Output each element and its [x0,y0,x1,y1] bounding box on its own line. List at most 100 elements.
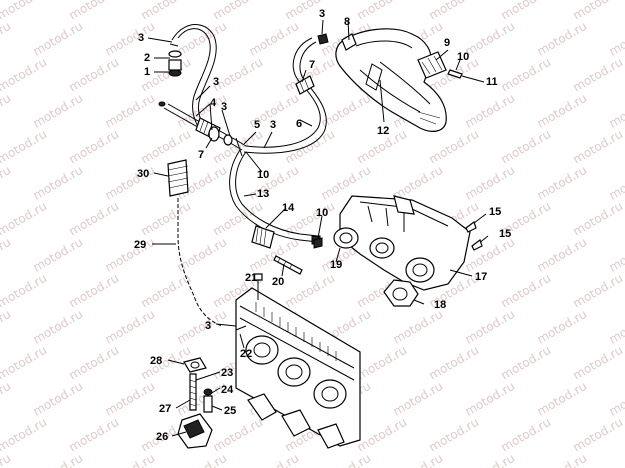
callout-14: 14 [282,202,295,214]
watermark-text: motod.ru [535,163,590,203]
watermark-text: motod.ru [211,55,266,95]
watermark-text: motod.ru [427,415,482,455]
watermark-text: motod.ru [607,451,625,468]
watermark-text: motod.ru [67,199,122,239]
watermark-text: motod.ru [103,307,158,347]
line-29 [177,198,223,327]
watermark-text: motod.ru [427,0,482,23]
watermark-text: motod.ru [391,451,446,468]
callout-27: 27 [159,403,171,415]
callout-7: 7 [309,59,315,71]
callout-6: 6 [296,118,302,130]
watermark-text: motod.ru [67,343,122,383]
watermark-text: motod.ru [355,0,410,23]
watermark-text: motod.ru [0,379,13,419]
watermark-text: motod.ru [67,271,122,311]
watermark-text: motod.ru [499,127,554,167]
watermark-text: motod.ru [319,91,374,131]
callout-7: 7 [198,149,204,161]
watermark-text: motod.ru [355,415,410,455]
small-hose-3-top [317,19,329,45]
watermark-text: motod.ru [535,379,590,419]
watermark-text: motod.ru [31,451,86,468]
watermark-text: motod.ru [571,271,625,311]
bolt-10-11 [447,59,485,83]
watermark-text: motod.ru [211,0,266,23]
watermark-text: motod.ru [427,343,482,383]
callout-13: 13 [257,188,269,200]
watermark-text: motod.ru [139,0,194,23]
watermark-text: motod.ru [103,91,158,131]
watermark-text: motod.ru [0,55,49,95]
watermark-text: motod.ru [463,235,518,275]
watermark-text: motod.ru [31,91,86,131]
callout-20: 20 [272,276,284,288]
callout-26: 26 [156,431,168,443]
callout-29: 29 [134,239,146,251]
watermark-text: motod.ru [0,307,13,347]
watermark-text: motod.ru [535,235,590,275]
watermark-text: motod.ru [103,451,158,468]
spring-30 [167,159,189,197]
watermark-text: motod.ru [499,343,554,383]
watermark-text: motod.ru [247,19,302,59]
watermark-text: motod.ru [0,163,13,203]
watermark-text: motod.ru [175,307,230,347]
watermark-text: motod.ru [0,91,13,131]
check-valve-4 [158,101,247,151]
callout-3: 3 [213,76,219,88]
callout-3: 3 [205,320,211,332]
watermark-text: motod.ru [0,235,13,275]
watermark-text: motod.ru [499,0,554,23]
fitting-10-mid [313,237,323,249]
callout-24: 24 [221,384,234,396]
watermark-text: motod.ru [175,235,230,275]
watermark-text: motod.ru [247,163,302,203]
watermark-text: motod.ru [31,235,86,275]
watermark-text: motod.ru [607,307,625,347]
callout-30: 30 [137,168,149,180]
callout-18: 18 [434,299,446,311]
watermark-text: motod.ru [247,451,302,468]
watermark-text: motod.ru [427,127,482,167]
watermark-text: motod.ru [535,19,590,59]
fitting-1-2 [168,43,182,77]
exhaust-muffler-12 [335,19,447,132]
watermark-text: motod.ru [0,451,13,468]
watermark-text: motod.ru [31,163,86,203]
watermark-text: motod.ru [463,163,518,203]
watermark-text: motod.ru [139,199,194,239]
callout-10: 10 [457,51,469,63]
hose-13 [229,149,321,249]
watermark-text: motod.ru [283,0,338,23]
screw-20 [273,255,303,275]
watermark-text: motod.ru [607,163,625,203]
callout-4: 4 [210,97,217,109]
callout-28: 28 [150,355,162,367]
watermark-text: motod.ru [139,271,194,311]
watermark-text: motod.ru [319,451,374,468]
watermark-text: motod.ru [0,415,49,455]
callout-25: 25 [224,405,236,417]
watermark-text: motod.ru [607,19,625,59]
callout-5: 5 [254,119,260,131]
watermark-text: motod.ru [67,55,122,95]
watermark-text: motod.ru [499,271,554,311]
callout-12: 12 [377,125,389,137]
intake-manifold-17 [333,195,471,291]
callout-17: 17 [475,271,487,283]
callout-9: 9 [444,37,450,49]
fuel-hose-upper-left [171,24,217,131]
callout-2: 2 [144,52,150,64]
callout-1: 1 [144,66,150,78]
hose-6 [235,37,327,157]
bolts-15 [465,213,489,251]
watermark-text: motod.ru [31,19,86,59]
watermark-text: motod.ru [571,415,625,455]
callout-11: 11 [486,76,498,88]
watermark-text: motod.ru [571,0,625,23]
callout-19: 19 [330,259,342,271]
watermark-text: motod.ru [571,127,625,167]
callout-15: 15 [499,228,511,240]
